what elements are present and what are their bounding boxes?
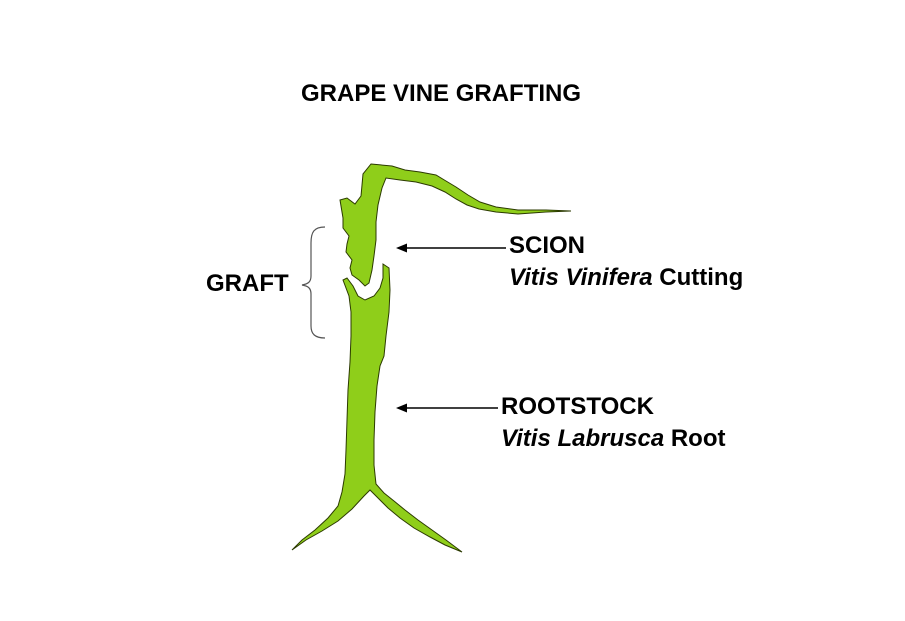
scion-species: Vitis Vinifera <box>509 264 653 291</box>
scion-label: SCION Vitis Vinifera Cutting <box>509 230 743 294</box>
scion-suffix: Cutting <box>652 264 744 291</box>
diagram-title: GRAPE VINE GRAFTING <box>301 80 582 107</box>
rootstock-species: Vitis Labrusca <box>501 425 665 452</box>
graft-label: GRAFT <box>206 270 289 297</box>
scion-cutting <box>339 163 572 287</box>
rootstock-name: ROOTSTOCK <box>501 393 654 420</box>
scion-name: SCION <box>509 232 586 259</box>
rootstock-description: Vitis Labrusca Root <box>501 423 725 455</box>
scion-description: Vitis Vinifera Cutting <box>509 262 743 294</box>
rootstock-trunk <box>291 263 463 553</box>
rootstock-arrowhead <box>396 403 407 413</box>
rootstock-suffix: Root <box>664 425 726 452</box>
scion-arrowhead <box>396 243 407 253</box>
graft-brace <box>301 226 326 339</box>
rootstock-label: ROOTSTOCK Vitis Labrusca Root <box>501 391 725 455</box>
